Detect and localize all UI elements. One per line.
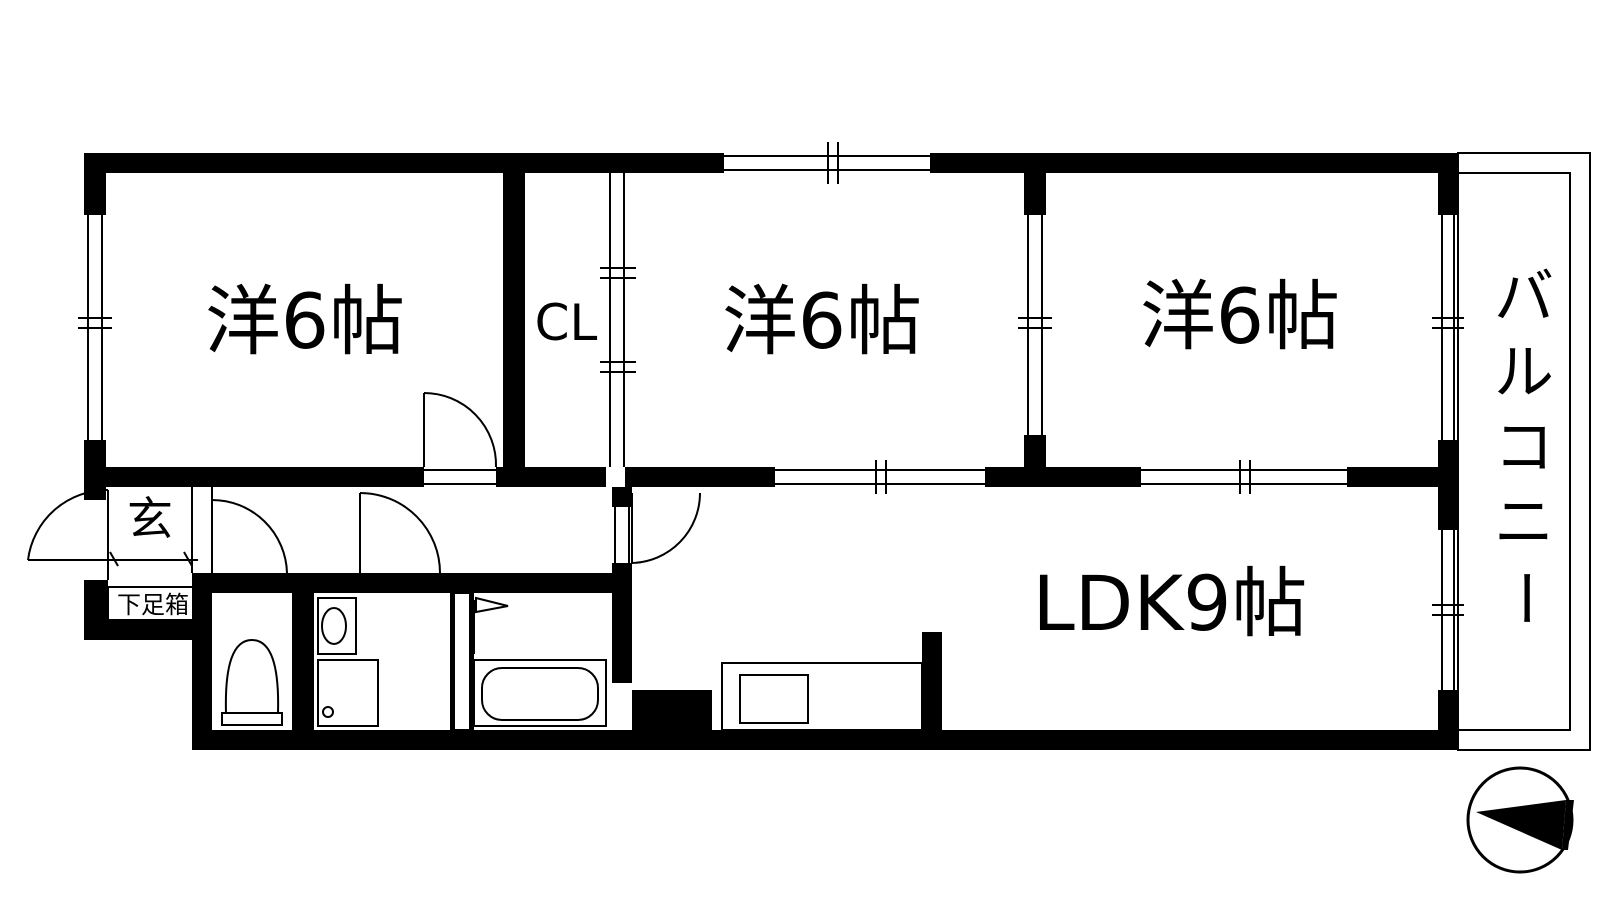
balcony <box>1457 152 1591 751</box>
balcony-char-3: コ <box>1494 413 1554 483</box>
balcony-char-5: ー <box>1489 568 1559 628</box>
balcony-char-1: バ <box>1494 263 1554 333</box>
shoe-box-label: 下足箱 <box>117 591 189 619</box>
balcony-char-2: ル <box>1494 338 1554 408</box>
kitchen-sink-icon <box>721 662 923 731</box>
bathtub-icon <box>453 592 607 731</box>
room-label-western-2: 洋6帖 <box>722 277 922 366</box>
balcony-char-4: ニ <box>1494 488 1554 558</box>
window-icon <box>78 142 1464 690</box>
room-label-western-3: 洋6帖 <box>1140 272 1340 361</box>
compass-icon <box>1466 766 1574 874</box>
shoe-box <box>107 551 199 621</box>
room-label-closet: CL <box>535 294 598 352</box>
room-label-western-1: 洋6帖 <box>205 277 405 366</box>
sink-icon <box>317 597 379 727</box>
toilet-icon <box>221 638 283 726</box>
room-label-ldk: LDK9帖 <box>1032 559 1307 648</box>
interior-walls <box>84 153 1458 730</box>
outer-walls <box>84 153 1458 750</box>
door-swing-icon <box>27 392 701 580</box>
room-label-entrance: 玄 <box>127 492 173 546</box>
